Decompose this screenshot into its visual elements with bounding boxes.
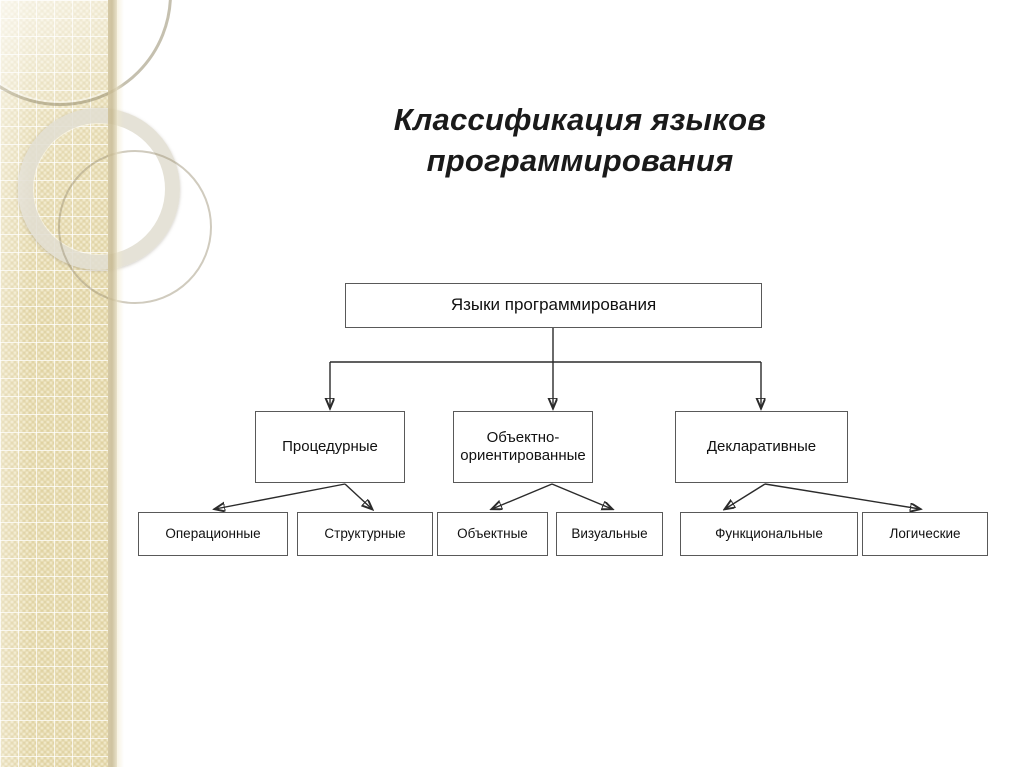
node-object[interactable]: Объектные	[437, 512, 548, 556]
sidebar-edge-stripe	[108, 0, 117, 767]
node-visual[interactable]: Визуальные	[556, 512, 663, 556]
node-object-oriented[interactable]: Объектно- ориентированные	[453, 411, 593, 483]
edge-declarative-to-functional	[725, 483, 766, 509]
node-functional[interactable]: Функциональные	[680, 512, 858, 556]
node-declarative[interactable]: Декларативные	[675, 411, 848, 483]
edge-declarative-to-logical	[764, 483, 920, 509]
node-procedural[interactable]: Процедурные	[255, 411, 405, 483]
node-structural[interactable]: Структурные	[297, 512, 433, 556]
node-procedural-label: Процедурные	[282, 438, 378, 455]
edge-oop-to-visual	[551, 483, 612, 509]
page-title: Классификация языков программирования	[300, 100, 860, 182]
decorative-ring-outline	[58, 150, 212, 304]
page-title-line-2: программирования	[426, 142, 734, 178]
node-logical-label: Логические	[889, 525, 961, 541]
node-structural-label: Структурные	[324, 525, 406, 541]
node-operational[interactable]: Операционные	[138, 512, 288, 556]
node-operational-label: Операционные	[165, 525, 261, 541]
edge-oop-to-object	[492, 483, 553, 509]
node-root-label: Языки программирования	[450, 295, 657, 315]
sidebar-edge-highlight	[117, 0, 124, 767]
node-declarative-label: Декларативные	[706, 438, 817, 455]
node-visual-label: Визуальные	[571, 525, 648, 541]
node-object-label: Объектные	[457, 525, 528, 541]
edge-procedural-to-operational	[215, 483, 346, 509]
edge-procedural-to-structural	[344, 483, 372, 509]
node-functional-label: Функциональные	[715, 525, 823, 541]
node-object-oriented-label-line-2: ориентированные	[460, 447, 586, 464]
node-object-oriented-label-line-1: Объектно-	[486, 429, 560, 446]
node-root[interactable]: Языки программирования	[345, 283, 762, 328]
node-logical[interactable]: Логические	[862, 512, 988, 556]
page-title-line-1: Классификация языков	[393, 102, 767, 137]
